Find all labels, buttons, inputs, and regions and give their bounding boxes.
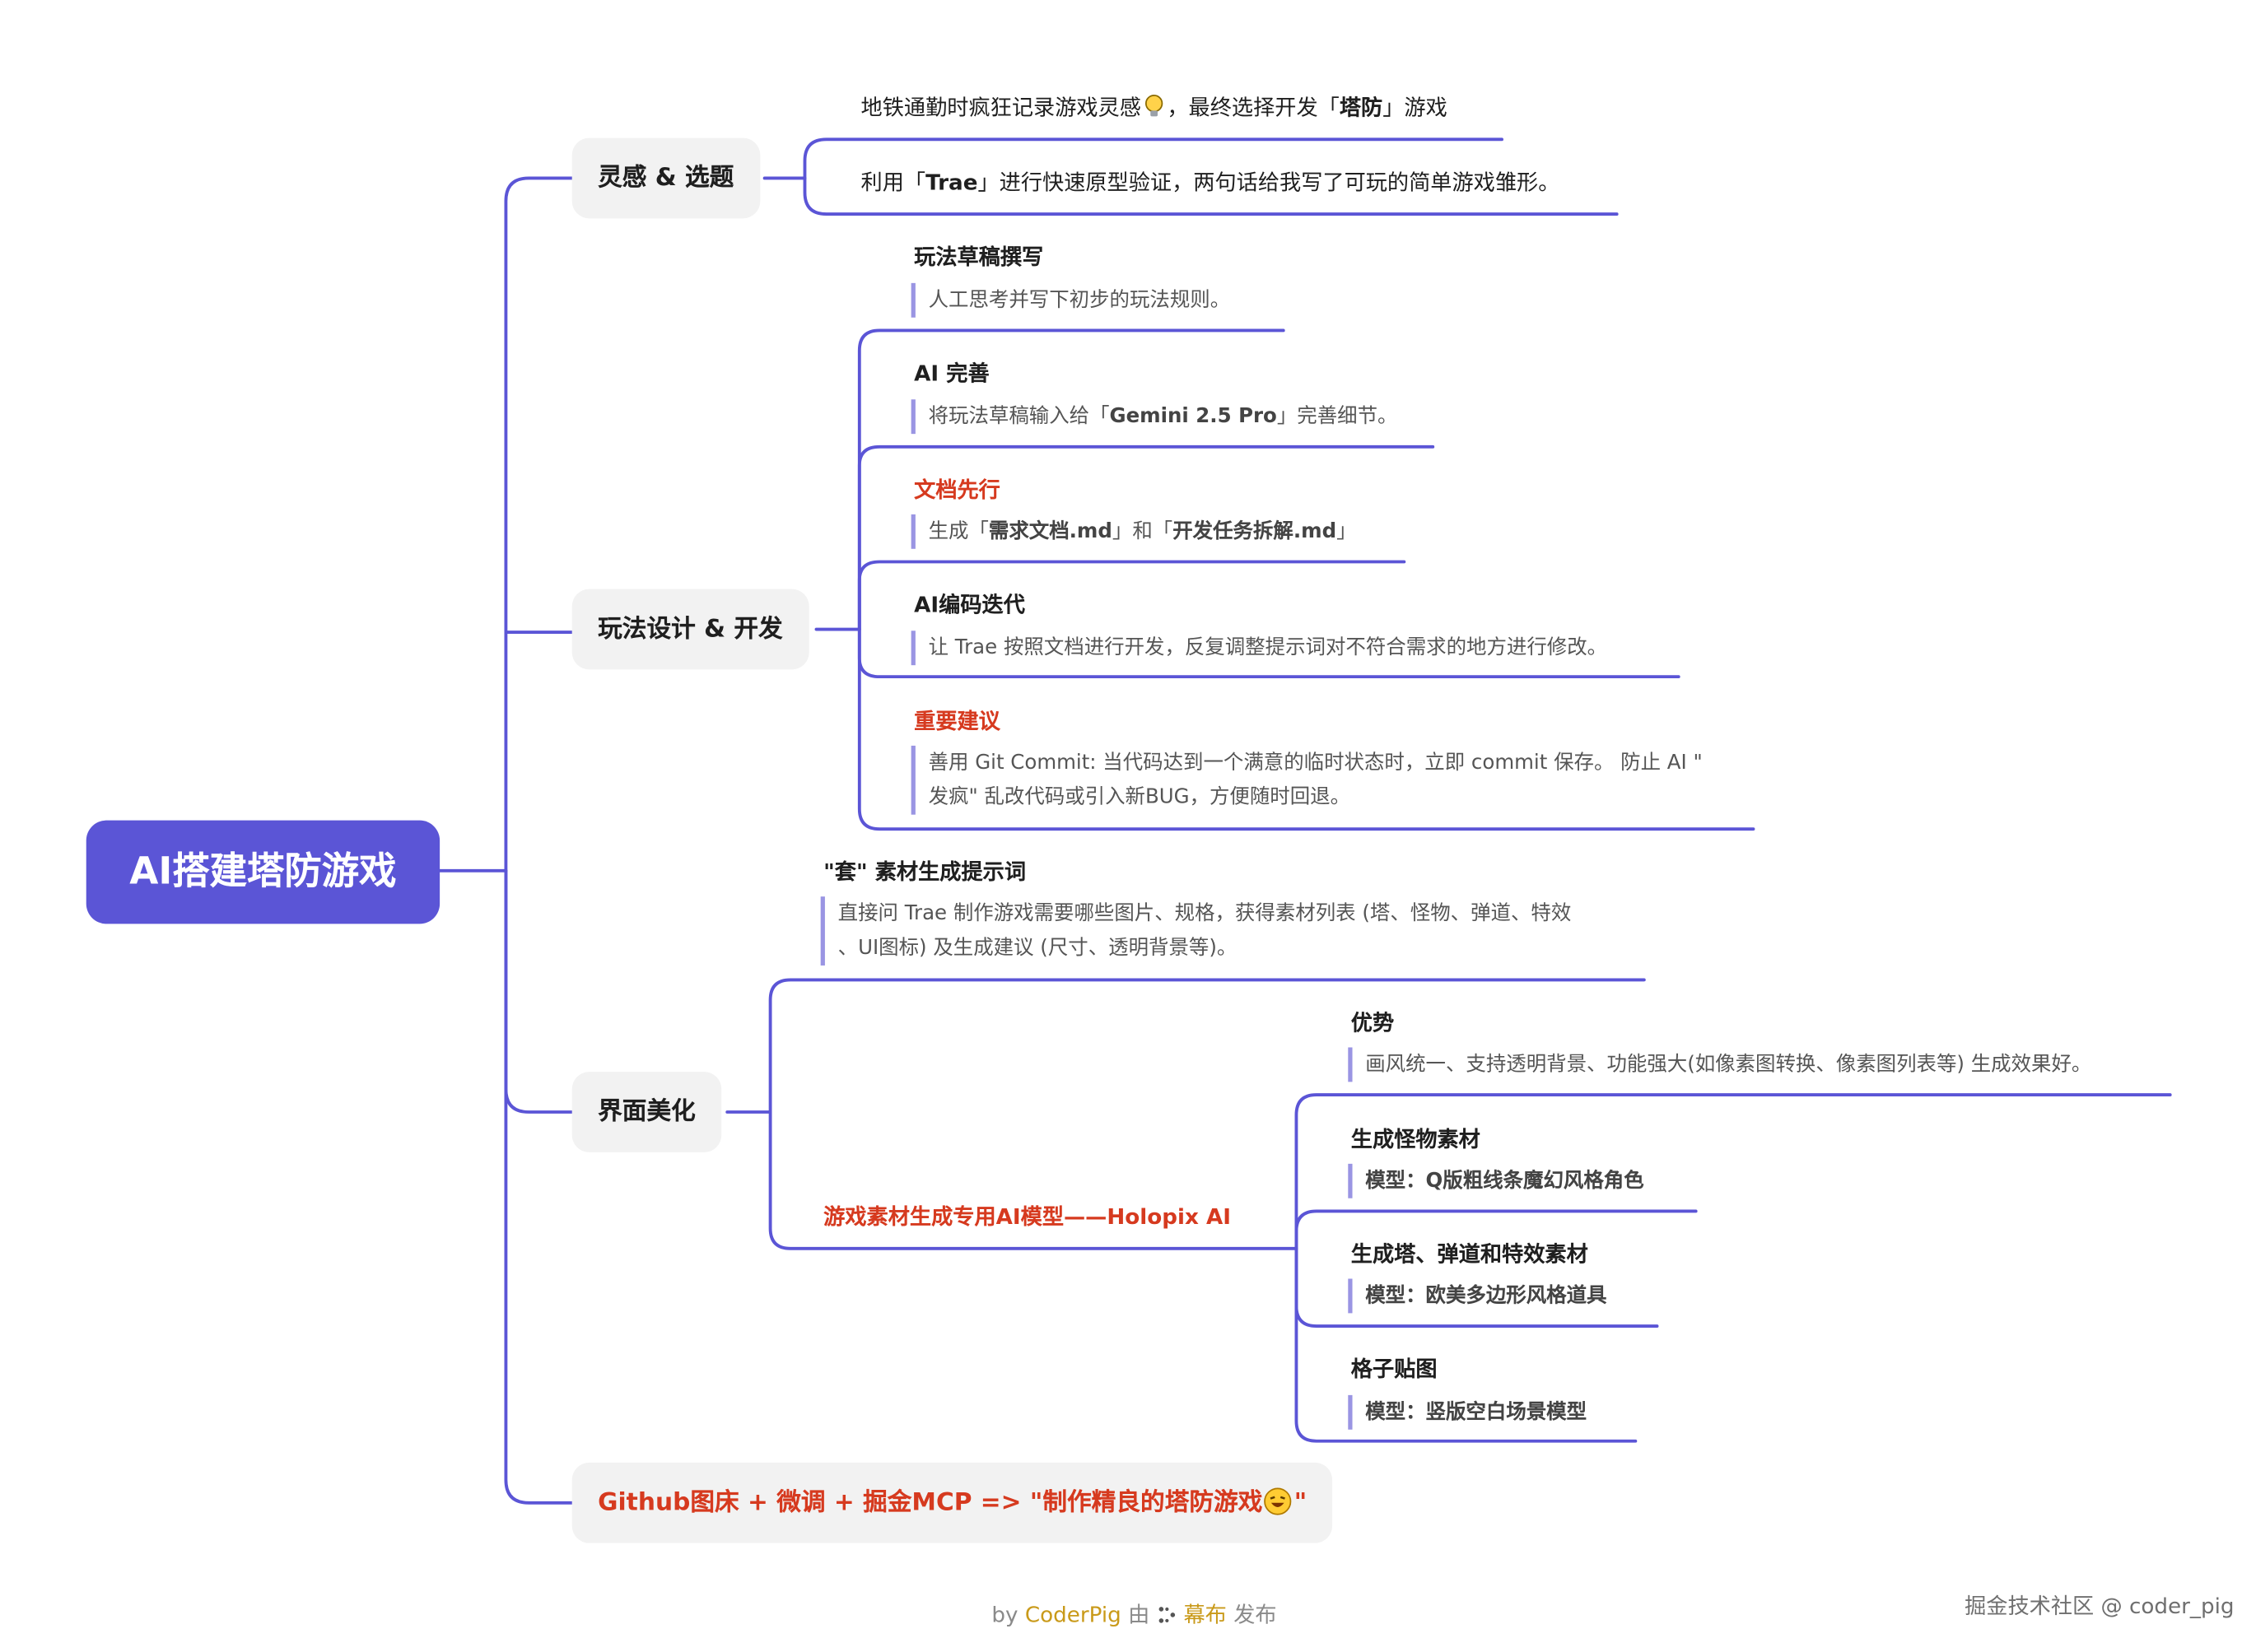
node-tile-title[interactable]: 格子贴图 [1350,1356,1438,1383]
node-docs-first-title[interactable]: 文档先行 [914,477,1000,503]
node-docs-first-note: 生成「需求文档.md」和「开发任务拆解.md」 [911,514,1357,549]
author-link[interactable]: CoderPig [1024,1602,1121,1628]
text: Github图床 + 微调 + 掘金MCP => "制作精良的塔防游戏 [598,1488,1263,1518]
node-draft-title[interactable]: 玩法草稿撰写 [914,244,1044,271]
node-draft-note: 人工思考并写下初步的玩法规则。 [911,282,1230,318]
laughing-face-icon [1265,1487,1293,1515]
text-em: 塔防 [1339,95,1383,121]
watermark: 掘金技术社区 @ coder_pig [1965,1593,2235,1620]
lightbulb-icon [1145,95,1163,117]
text-em: Trae [925,169,978,196]
node-ai-coding-title[interactable]: AI编码迭代 [914,592,1025,618]
node-advice-title[interactable]: 重要建议 [914,708,1000,734]
node-prompt-title[interactable]: "套" 素材生成提示词 [823,859,1027,886]
text: 」游戏 [1382,95,1447,121]
node-monster-title[interactable]: 生成怪物素材 [1350,1126,1480,1152]
branch-ui-beautify[interactable]: 界面美化 [571,1072,722,1152]
node-prompt-note: 直接问 Trae 制作游戏需要哪些图片、规格，获得素材列表 (塔、怪物、弹道、特… [820,896,1571,966]
node-tower-title[interactable]: 生成塔、弹道和特效素材 [1350,1241,1588,1268]
node-tower-note: 模型：欧美多边形风格道具 [1348,1278,1606,1314]
brand-link[interactable]: 幕布 [1183,1602,1227,1628]
node-holopix[interactable]: 游戏素材生成专用AI模型——Holopix AI [823,1203,1231,1231]
mubu-logo-icon [1158,1607,1175,1623]
text: 利用「 [860,169,926,196]
branch-final[interactable]: Github图床 + 微调 + 掘金MCP => "制作精良的塔防游戏 " [571,1462,1333,1543]
node-monster-note: 模型：Q版粗线条魔幻风格角色 [1348,1163,1644,1198]
node-advantage-note: 画风统一、支持透明背景、功能强大(如像素图转换、像素图列表等) 生成效果好。 [1348,1047,2091,1082]
node-ai-refine-note: 将玩法草稿输入给「Gemini 2.5 Pro」完善细节。 [911,399,1397,435]
branch-inspiration[interactable]: 灵感 & 选题 [571,137,760,219]
root-node[interactable]: AI搭建塔防游戏 [86,820,440,924]
node-advantage-title[interactable]: 优势 [1350,1010,1395,1036]
branch-gameplay-dev[interactable]: 玩法设计 & 开发 [571,589,809,670]
text: " [1293,1488,1307,1518]
node-tile-note: 模型：竖版空白场景模型 [1348,1394,1587,1430]
text: 」进行快速原型验证，两句话给我写了可玩的简单游戏雏形。 [977,169,1560,196]
node-ai-refine-title[interactable]: AI 完善 [914,361,990,387]
trae-prototype-note[interactable]: 利用「Trae」进行快速原型验证，两句话给我写了可玩的简单游戏雏形。 [861,166,1560,197]
node-advice-note: 善用 Git Commit: 当代码达到一个满意的临时状态时，立即 commit… [911,745,1703,815]
text: ，最终选择开发「 [1167,95,1340,121]
node-ai-coding-note: 让 Trae 按照文档进行开发，反复调整提示词对不符合需求的地方进行修改。 [911,631,1607,666]
text: 地铁通勤时疯狂记录游戏灵感 [860,95,1141,121]
footer-credit: by CoderPig 由 幕布 发布 [991,1602,1277,1628]
inspiration-subway-note[interactable]: 地铁通勤时疯狂记录游戏灵感 ，最终选择开发「塔防」游戏 [861,92,1447,123]
